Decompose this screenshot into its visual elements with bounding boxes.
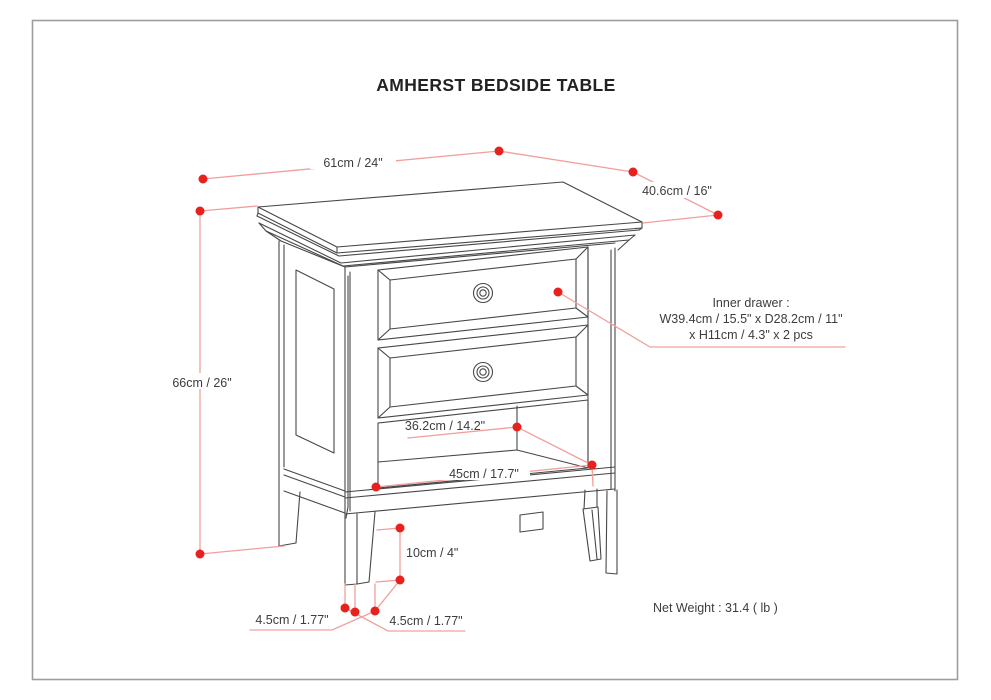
dimension-dot <box>340 603 350 613</box>
legs <box>278 488 618 586</box>
dim-risers-leg-bottom <box>344 583 376 613</box>
page-title: AMHERST BEDSIDE TABLE <box>376 75 615 95</box>
dim-label-leg-front: 4.5cm / 1.77" <box>389 614 462 628</box>
dimension-dot <box>713 210 723 220</box>
page-border <box>31 19 959 681</box>
labels: AMHERST BEDSIDE TABLE 61cm / 24" 40.6cm … <box>158 75 843 628</box>
dim-label-shelf-width: 45cm / 17.7" <box>449 467 519 481</box>
dimension-dots <box>195 146 723 617</box>
dimension-dot <box>553 287 563 297</box>
dimension-dot <box>198 174 208 184</box>
inner-drawer-label-line3: x H11cm / 4.3" x 2 pcs <box>689 328 813 342</box>
dim-label-leg-clearance: 10cm / 4" <box>406 546 458 560</box>
dim-line-top-diagonal <box>498 150 634 173</box>
top-drawer <box>377 246 589 341</box>
leader-inner-drawer <box>557 291 846 348</box>
cabinet-body <box>278 240 616 586</box>
dimension-dot <box>195 206 205 216</box>
ring-pull-bottom <box>472 361 494 383</box>
leader-leg-front <box>346 608 466 632</box>
net-weight-label: Net Weight : 31.4 ( lb ) <box>653 601 778 615</box>
dim-label-height: 66cm / 26" <box>172 376 231 390</box>
dim-label-shelf-depth: 36.2cm / 14.2" <box>405 419 485 433</box>
dimension-dot <box>395 575 405 585</box>
inner-drawer-label-line2: W39.4cm / 15.5" x D28.2cm / 11" <box>659 312 842 326</box>
ring-pull-top <box>472 282 494 304</box>
dimension-dot <box>195 549 205 559</box>
dimension-lines <box>199 150 846 632</box>
dimension-dot <box>512 422 522 432</box>
dimension-dot <box>494 146 504 156</box>
dimension-dot <box>370 606 380 616</box>
inner-drawer-label-line1: Inner drawer : <box>712 296 789 310</box>
dim-label-top-width: 61cm / 24" <box>323 156 382 170</box>
dim-label-leg-side: 4.5cm / 1.77" <box>255 613 328 627</box>
dim-label-top-depth: 40.6cm / 16" <box>642 184 712 198</box>
dimension-dot <box>371 482 381 492</box>
dim-line-leg-clearance <box>374 527 401 612</box>
table-top <box>256 181 643 267</box>
lower-shelf <box>344 466 616 533</box>
dimension-dot <box>587 460 597 470</box>
dimension-dot <box>350 607 360 617</box>
dimension-dot <box>395 523 405 533</box>
dimension-dot <box>628 167 638 177</box>
furniture-line-drawing <box>256 181 643 586</box>
leader-leg-side <box>249 611 374 631</box>
bottom-drawer <box>377 324 589 419</box>
